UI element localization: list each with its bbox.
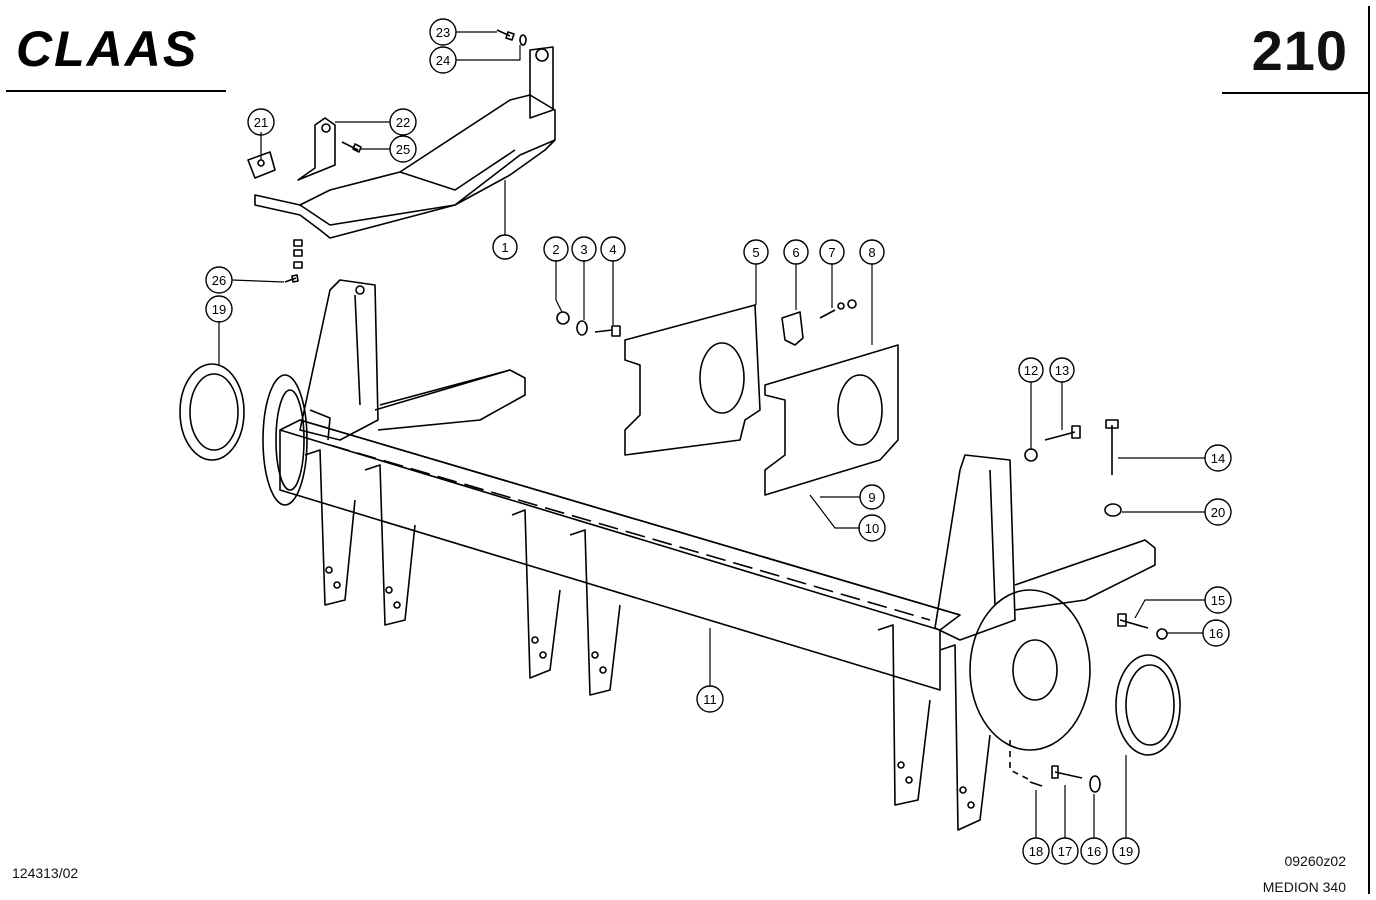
- callout-25: 25: [389, 135, 417, 163]
- sheet-frame: [6, 6, 1370, 894]
- svg-text:5: 5: [752, 245, 759, 260]
- svg-text:2: 2: [552, 242, 559, 257]
- callout-23: 23: [429, 18, 457, 46]
- svg-text:22: 22: [396, 115, 410, 130]
- callout-11: 11: [696, 685, 724, 713]
- svg-text:18: 18: [1029, 844, 1043, 859]
- callout-1: 1: [492, 234, 518, 260]
- mounting-plate-5: [624, 304, 761, 456]
- svg-text:4: 4: [609, 242, 616, 257]
- top-guard-part: [247, 46, 556, 239]
- callout-6: 6: [783, 239, 809, 265]
- callout-15: 15: [1204, 586, 1232, 614]
- svg-text:7: 7: [828, 245, 835, 260]
- svg-text:13: 13: [1055, 363, 1069, 378]
- svg-text:14: 14: [1211, 451, 1225, 466]
- callout-19-right: 19: [1112, 837, 1140, 865]
- svg-text:15: 15: [1211, 593, 1225, 608]
- claas-logo: CLAAS: [16, 22, 198, 74]
- right-hardware: [1009, 419, 1168, 793]
- svg-text:9: 9: [868, 490, 875, 505]
- model-name: MEDION 340: [1262, 879, 1346, 895]
- callout-13: 13: [1049, 357, 1075, 383]
- callouts: 23 24 21 22 25 1 2 3 4 5 6 7 8 26 19 12 …: [205, 18, 1232, 865]
- page-number: 210: [1251, 19, 1348, 82]
- callout-7: 7: [819, 239, 845, 265]
- logo-underline: [6, 90, 226, 92]
- document-reference: 124313/02: [12, 865, 79, 881]
- callout-10: 10: [858, 514, 886, 542]
- footer-right-block: 09260z02 MEDION 340: [1263, 848, 1346, 900]
- svg-text:8: 8: [868, 245, 875, 260]
- svg-text:10: 10: [865, 521, 879, 536]
- top-hardware: [284, 29, 527, 283]
- callout-21: 21: [247, 108, 275, 136]
- svg-text:20: 20: [1211, 505, 1225, 520]
- callout-5: 5: [743, 239, 769, 265]
- svg-text:17: 17: [1058, 844, 1072, 859]
- left-flange: [262, 374, 308, 506]
- svg-text:12: 12: [1024, 363, 1038, 378]
- callout-22: 22: [389, 108, 417, 136]
- svg-text:23: 23: [436, 25, 450, 40]
- svg-text:11: 11: [703, 692, 717, 707]
- callout-14: 14: [1204, 444, 1232, 472]
- callout-3: 3: [571, 236, 597, 262]
- svg-text:3: 3: [580, 242, 587, 257]
- page-number-underline: [1222, 92, 1370, 94]
- callout-24: 24: [429, 46, 457, 74]
- callout-19-left: 19: [205, 295, 233, 323]
- plate-hardware: [556, 299, 857, 346]
- main-beam: [279, 419, 961, 691]
- svg-text:16: 16: [1087, 844, 1101, 859]
- callout-17: 17: [1051, 837, 1079, 865]
- svg-text:16: 16: [1209, 626, 1223, 641]
- svg-text:1: 1: [501, 240, 508, 255]
- right-ring-seal: [1115, 654, 1181, 756]
- svg-text:25: 25: [396, 142, 410, 157]
- right-flange: [969, 589, 1091, 751]
- right-upright: [934, 454, 1156, 641]
- callout-2: 2: [543, 236, 569, 262]
- beam-tines: [304, 449, 991, 831]
- svg-text:6: 6: [792, 245, 799, 260]
- callout-26: 26: [205, 266, 233, 294]
- callout-8: 8: [859, 239, 885, 265]
- left-ring-seal: [179, 363, 245, 461]
- svg-text:19: 19: [212, 302, 226, 317]
- leader-lines: [218, 31, 1205, 838]
- callout-16-lower: 16: [1080, 837, 1108, 865]
- callout-4: 4: [600, 236, 626, 262]
- callout-12: 12: [1018, 357, 1044, 383]
- logo-text: CLAAS: [16, 22, 198, 74]
- svg-text:24: 24: [436, 53, 450, 68]
- drawing-reference: 09260z02: [1284, 853, 1346, 869]
- left-upright: [299, 279, 526, 441]
- callout-20: 20: [1204, 498, 1232, 526]
- svg-text:26: 26: [212, 273, 226, 288]
- mounting-plate-8: [764, 344, 899, 496]
- callout-18: 18: [1022, 837, 1050, 865]
- svg-text:19: 19: [1119, 844, 1133, 859]
- callout-9: 9: [859, 484, 885, 510]
- callout-16-upper: 16: [1202, 619, 1230, 647]
- svg-text:21: 21: [254, 115, 268, 130]
